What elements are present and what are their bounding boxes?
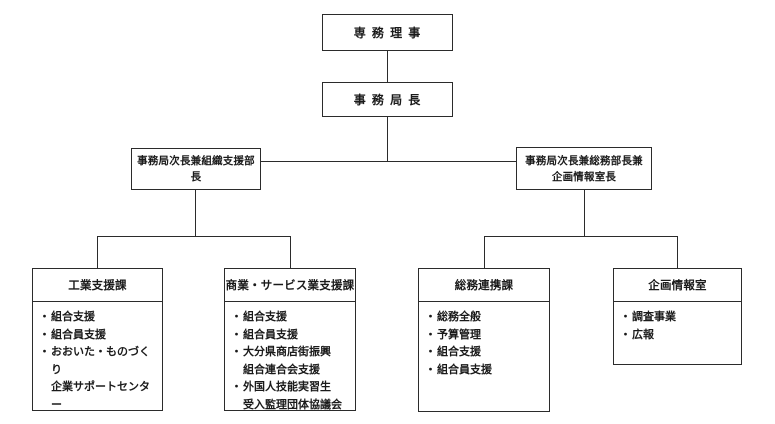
dept-item: ・ 組合員支援 — [424, 361, 546, 379]
bullet-icon: ・ — [231, 327, 242, 341]
connector-right-subtree-horizontal — [484, 236, 678, 237]
bullet-icon: ・ — [39, 345, 50, 358]
dept-item-label: 組合支援 — [51, 310, 95, 323]
node-deputy-organization-support-chief: 事務局次長兼組織支援部長 — [131, 148, 261, 190]
connector-drop-industrial — [97, 236, 98, 268]
dept-item-label: 総務全般 — [437, 310, 481, 323]
bullet-icon: ・ — [231, 345, 242, 358]
dept-item-list: ・ 組合支援 ・ 組合員支援 ・ 大分県商店街振興 組合連合会支援 ・ 外国人技… — [225, 302, 355, 413]
dept-item: ・ 広報 — [619, 326, 738, 344]
dept-item: ・ 組合支援 — [424, 343, 546, 361]
bullet-icon: ・ — [231, 380, 242, 393]
dept-box-industrial-support: 工業支援課 ・ 組合支援 ・ 組合員支援 ・ おおいた・ものづくり 企業サポート… — [32, 268, 163, 411]
dept-item-list: ・ 総務全般 ・ 予算管理 ・ 組合支援 ・ 組合員支援 — [419, 302, 549, 378]
dept-box-commerce-service-support: 商業・サービス業支援課 ・ 組合支援 ・ 組合員支援 ・ 大分県商店街振興 組合… — [224, 268, 356, 411]
dept-item-label: 調査事業 — [632, 310, 676, 323]
dept-box-general-affairs-liaison: 総務連携課 ・ 総務全般 ・ 予算管理 ・ 組合支援 ・ 組合員支援 — [418, 268, 550, 412]
dept-item-label: 組合支援 — [243, 310, 287, 323]
bullet-icon: ・ — [425, 345, 436, 358]
dept-item: ・ 組合員支援 — [38, 326, 159, 344]
dept-item-label: 組合員支援 — [243, 327, 298, 341]
dept-item-label: 広報 — [632, 327, 654, 341]
dept-item: ・ 大分県商店街振興 組合連合会支援 — [230, 343, 352, 378]
connector-left-branch-down — [195, 190, 196, 236]
dept-item-label: 組合員支援 — [51, 327, 106, 341]
dept-item: ・ おおいた・ものづくり 企業サポートセンター — [38, 343, 159, 413]
dept-item: ・ 組合支援 — [38, 308, 159, 326]
connector-drop-commerce — [290, 236, 291, 268]
dept-box-planning-information-office: 企画情報室 ・ 調査事業 ・ 広報 — [613, 268, 742, 365]
connector-branch-horizontal — [261, 161, 516, 162]
connector-top-to-secretary — [387, 51, 388, 82]
dept-item: ・ 組合員支援 — [230, 326, 352, 344]
connector-drop-planning — [677, 236, 678, 268]
bullet-icon: ・ — [39, 310, 50, 323]
dept-item: ・ 調査事業 — [619, 308, 738, 326]
node-deputy-general-affairs-planning-chief: 事務局次長兼総務部長兼 企画情報室長 — [516, 147, 652, 190]
bullet-icon: ・ — [425, 327, 436, 341]
bullet-icon: ・ — [620, 310, 631, 323]
dept-title: 総務連携課 — [419, 269, 549, 302]
connector-left-subtree-horizontal — [97, 236, 291, 237]
node-secretary-general: 事 務 局 長 — [322, 82, 453, 117]
dept-item-label: 大分県商店街振興 組合連合会支援 — [243, 345, 331, 376]
dept-item: ・ 予算管理 — [424, 326, 546, 344]
dept-item-label: 予算管理 — [437, 327, 481, 341]
dept-item-list: ・ 組合支援 ・ 組合員支援 ・ おおいた・ものづくり 企業サポートセンター — [33, 302, 162, 413]
dept-title: 企画情報室 — [614, 269, 741, 302]
dept-item: ・ 総務全般 — [424, 308, 546, 326]
connector-right-branch-down — [584, 190, 585, 236]
bullet-icon: ・ — [425, 310, 436, 323]
dept-item-label: 外国人技能実習生 受入監理団体協議会 — [243, 380, 342, 411]
dept-item-list: ・ 調査事業 ・ 広報 — [614, 302, 741, 343]
connector-drop-general-affairs — [484, 236, 485, 268]
node-executive-director: 専 務 理 事 — [322, 14, 453, 51]
bullet-icon: ・ — [39, 327, 50, 341]
dept-item: ・ 組合支援 — [230, 308, 352, 326]
dept-item-label: おおいた・ものづくり 企業サポートセンター — [51, 345, 150, 411]
bullet-icon: ・ — [231, 310, 242, 323]
bullet-icon: ・ — [425, 362, 436, 376]
dept-title: 商業・サービス業支援課 — [225, 269, 355, 302]
dept-item-label: 組合員支援 — [437, 362, 492, 376]
dept-title: 工業支援課 — [33, 269, 162, 302]
dept-item-label: 組合支援 — [437, 345, 481, 358]
connector-secretary-down — [387, 117, 388, 161]
bullet-icon: ・ — [620, 327, 631, 341]
dept-item: ・ 外国人技能実習生 受入監理団体協議会 — [230, 378, 352, 413]
